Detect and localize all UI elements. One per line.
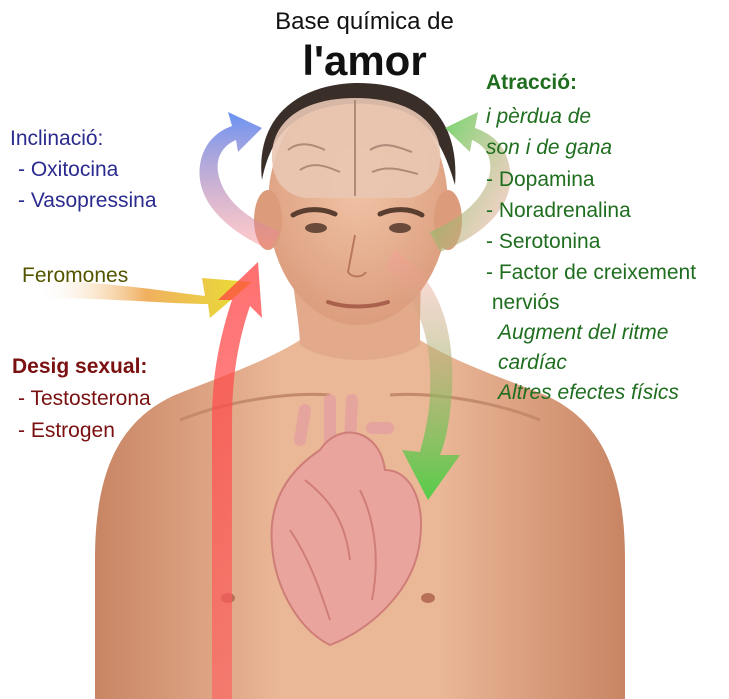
title-line-2: l'amor xyxy=(0,40,729,82)
inclination-item: - Oxitocina xyxy=(18,159,118,180)
brain-icon xyxy=(272,98,440,198)
attraction-effect: Augment del ritme xyxy=(498,322,668,343)
attraction-effect: i pèrdua de xyxy=(486,106,591,127)
attraction-item: - Factor de creixement xyxy=(486,262,696,283)
inclination-item: - Vasopressina xyxy=(18,190,157,211)
attraction-effect: Altres efectes físics xyxy=(498,382,679,403)
pheromones-label: Feromones xyxy=(22,265,128,286)
attraction-item: - Dopamina xyxy=(486,169,595,190)
desire-item: - Estrogen xyxy=(18,420,115,441)
desire-heading: Desig sexual: xyxy=(12,356,147,377)
attraction-effect: son i de gana xyxy=(486,137,612,158)
attraction-item: - Noradrenalina xyxy=(486,200,631,221)
desire-item: - Testosterona xyxy=(18,388,151,409)
title-line-1: Base química de xyxy=(0,10,729,34)
attraction-item: nerviós xyxy=(486,292,560,313)
attraction-effect: cardíac xyxy=(498,352,567,373)
inclination-heading: Inclinació: xyxy=(10,128,103,149)
attraction-item: - Serotonina xyxy=(486,231,600,252)
attraction-heading: Atracció: xyxy=(486,72,577,93)
